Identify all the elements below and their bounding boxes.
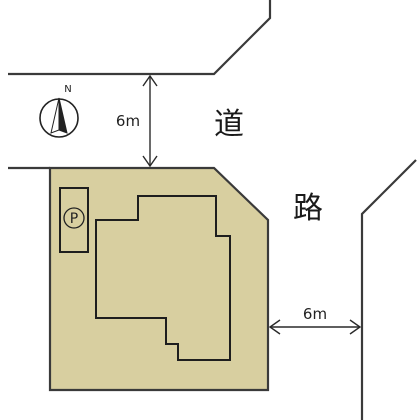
parking-label: P	[70, 211, 78, 227]
east-road-width-label: 6m	[303, 305, 327, 323]
compass-north-label: N	[64, 84, 71, 95]
north-road-width-label: 6m	[116, 112, 140, 130]
north-road-dimension-arrow-bottom	[142, 155, 158, 168]
road-edge-east	[360, 159, 417, 420]
lot-area	[48, 166, 270, 392]
road-label-char-1: 道	[214, 107, 244, 142]
road-edge-north	[8, 0, 272, 76]
east-road-dimension-arrow-right	[349, 319, 362, 335]
parking-icon	[63, 207, 85, 229]
road-label-char-2: 路	[293, 191, 323, 226]
north-compass-icon	[39, 97, 79, 138]
north-road-dimension-arrow-top	[142, 74, 158, 87]
parking-space	[59, 187, 89, 253]
building-footprint	[95, 195, 231, 361]
east-road-dimension-arrow-left	[268, 319, 281, 335]
